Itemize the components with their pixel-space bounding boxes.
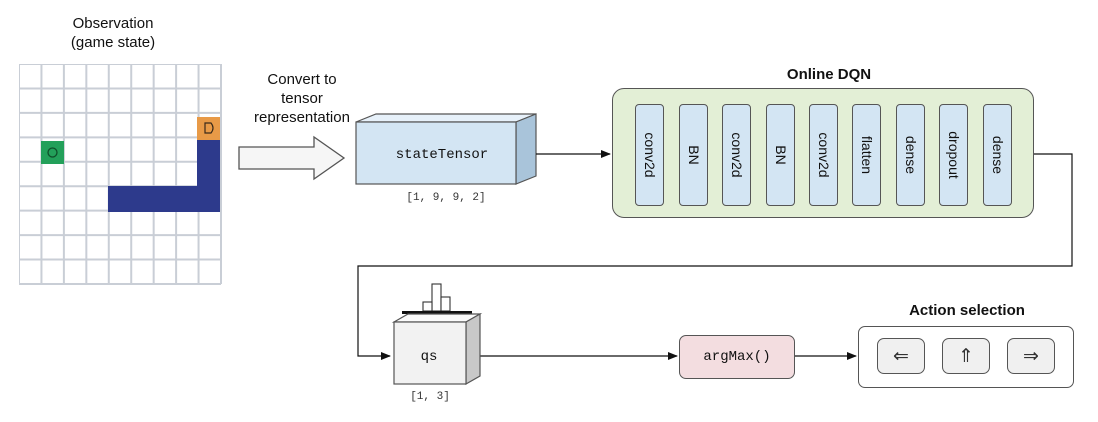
qs-bar-chart-icon	[402, 283, 472, 314]
dqn-layer-flatten: flatten	[852, 104, 881, 206]
action-up-button[interactable]: ⇑	[942, 338, 990, 374]
dqn-layer-label: conv2d	[815, 132, 832, 178]
dqn-title: Online DQN	[786, 66, 872, 83]
qs-shape: [1, 3]	[410, 391, 450, 403]
state-tensor-box	[355, 113, 537, 185]
observation-title-line2: (game state)	[70, 34, 156, 51]
dqn-layer-label: BN	[685, 145, 702, 165]
state-tensor-shape: [1, 9, 9, 2]	[406, 192, 486, 204]
snake-body-vertical	[197, 140, 220, 212]
fruit-circle-icon	[47, 147, 58, 158]
state-tensor-label: stateTensor	[395, 147, 489, 163]
action-selection-title: Action selection	[909, 302, 1025, 319]
dqn-layer-label: dense	[902, 135, 919, 175]
dqn-layer-bn-2: BN	[766, 104, 795, 206]
game-grid	[19, 64, 222, 285]
arrow-left-icon: ⇐	[893, 345, 909, 367]
dqn-layer-conv2d-2: conv2d	[722, 104, 751, 206]
dqn-layer-conv2d-1: conv2d	[635, 104, 664, 206]
observation-title: Observation (game state)	[28, 14, 198, 52]
observation-title-line1: Observation	[72, 15, 154, 32]
arrow-up-icon: ⇑	[958, 345, 974, 367]
dqn-layer-label: BN	[772, 145, 789, 165]
dqn-layer-dense-2: dense	[983, 104, 1012, 206]
dqn-layer-dropout: dropout	[939, 104, 968, 206]
grid-lines	[19, 64, 222, 285]
dqn-layer-label: flatten	[858, 135, 875, 175]
argmax-label: argMax()	[703, 349, 771, 365]
qs-box	[391, 283, 483, 386]
convert-label-line3: representation	[254, 109, 350, 126]
snake-head	[197, 117, 220, 140]
qs-label: qs	[420, 349, 438, 365]
dqn-layer-label: dropout	[945, 131, 962, 179]
convert-arrow-icon	[238, 135, 346, 181]
arrow-right-icon: ⇒	[1023, 345, 1039, 367]
convert-label: Convert to tensor representation	[232, 70, 372, 127]
convert-label-line2: tensor	[281, 90, 323, 107]
dqn-layer-label: dense	[989, 135, 1006, 175]
dqn-layer-label: conv2d	[728, 132, 745, 178]
convert-label-line1: Convert to	[267, 71, 337, 88]
snake-head-eye-icon	[204, 122, 214, 134]
fruit	[41, 141, 64, 164]
dqn-layer-label: conv2d	[641, 132, 658, 178]
dqn-layer-conv2d-3: conv2d	[809, 104, 838, 206]
connector-dqn-to-qs	[357, 153, 1073, 360]
argmax-box: argMax()	[679, 335, 795, 379]
dqn-layer-dense-1: dense	[896, 104, 925, 206]
action-left-button[interactable]: ⇐	[877, 338, 925, 374]
action-right-button[interactable]: ⇒	[1007, 338, 1055, 374]
dqn-layer-bn-1: BN	[679, 104, 708, 206]
